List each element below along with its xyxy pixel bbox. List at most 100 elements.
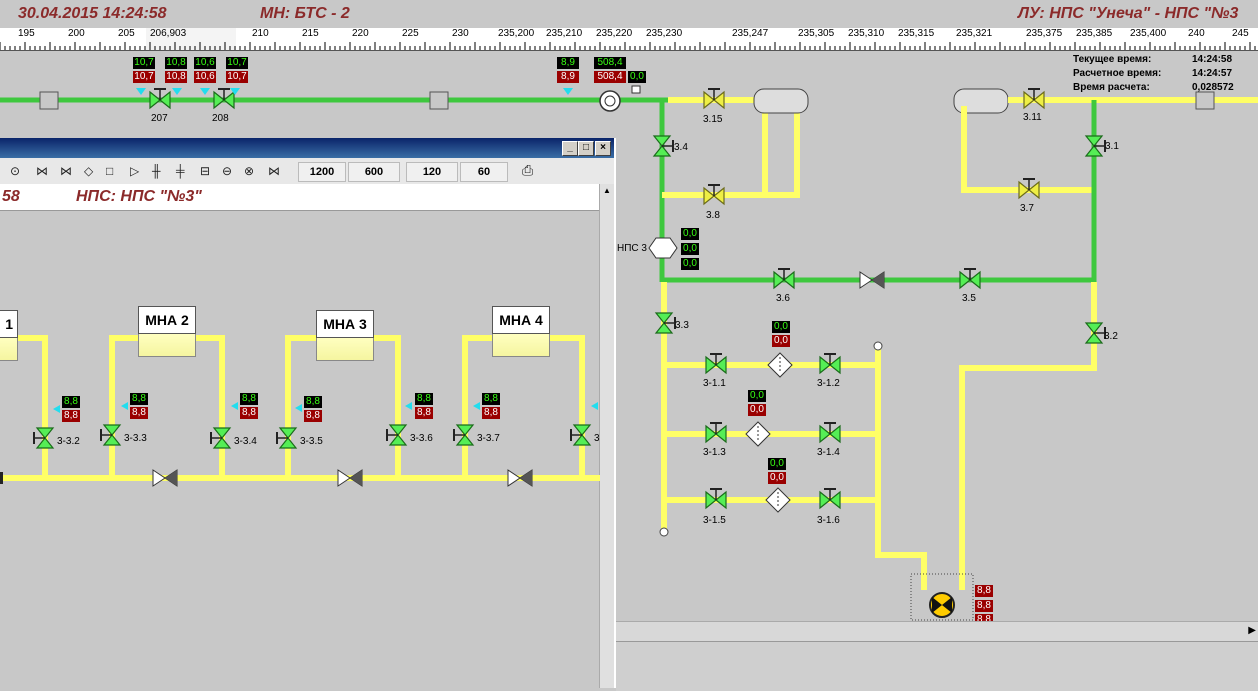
- valve-207[interactable]: [149, 87, 171, 109]
- flange-tool-icon[interactable]: ╫: [152, 164, 161, 178]
- valve-208[interactable]: [213, 87, 235, 109]
- pipe-node[interactable]: [39, 91, 59, 110]
- valve-3-3-3[interactable]: [99, 424, 121, 446]
- node-tool-icon[interactable]: □: [106, 164, 114, 178]
- subwindow-toolbar: ⊙ ⋈ ⋈ ◇ □ ▷ ╫ ╪ ⊟ ⊖ ⊗ ⋈ 1200 600 120 60 …: [0, 158, 614, 185]
- scale-600-button[interactable]: 600: [348, 162, 400, 182]
- valve-3-4[interactable]: [653, 135, 675, 157]
- valve-3-3-6[interactable]: [385, 424, 407, 446]
- print-icon[interactable]: ⎙: [522, 162, 534, 178]
- scroll-right-icon[interactable]: ▶: [1248, 625, 1256, 636]
- pump-icon[interactable]: [929, 592, 955, 618]
- value-display: 8,8: [304, 410, 322, 422]
- valve-3-1[interactable]: [1085, 135, 1107, 157]
- ruler-highlight: [146, 28, 236, 50]
- ruler-tick: 245: [1232, 28, 1249, 39]
- tank-tool-icon[interactable]: ⊖: [222, 164, 233, 178]
- ruler-tick: 205: [118, 28, 135, 39]
- bik-icon[interactable]: [648, 237, 678, 259]
- pressure-arrow: [121, 402, 128, 410]
- valve-3-11[interactable]: [1023, 87, 1045, 109]
- valve-3-8[interactable]: [703, 183, 725, 205]
- value-display: 10,7: [226, 71, 248, 83]
- value-display: 8,8: [415, 407, 433, 419]
- value-display: 0,0: [681, 243, 699, 255]
- check-valve[interactable]: [859, 271, 885, 289]
- ruler-tick: 215: [302, 28, 319, 39]
- pipe-tool-icon[interactable]: ╪: [176, 164, 185, 178]
- filter-icon[interactable]: [767, 352, 793, 378]
- ruler-tick: 235,375: [1026, 28, 1063, 39]
- valve-label: 3-1.4: [817, 447, 840, 458]
- sensor-tool-icon[interactable]: ⊗: [244, 164, 255, 178]
- close-button[interactable]: ×: [595, 141, 611, 156]
- subwindow-titlebar[interactable]: _ □ ×: [0, 138, 614, 158]
- ruler-tick: 200: [68, 28, 85, 39]
- pump-unit-2[interactable]: МНА 2: [138, 306, 196, 357]
- valve-3-1-6[interactable]: [819, 487, 841, 509]
- value-display: 8,8: [240, 393, 258, 405]
- pump-unit-1[interactable]: 1: [0, 310, 18, 361]
- duration-label: Время расчета:: [1073, 82, 1150, 93]
- scale-60-button[interactable]: 60: [460, 162, 508, 182]
- duration-value: 0,028572: [1192, 82, 1234, 93]
- gate-tool-icon[interactable]: ⋈: [60, 164, 72, 178]
- valve-3-1-3[interactable]: [705, 421, 727, 443]
- value-display: 8,8: [975, 614, 993, 621]
- valve-3-3-4[interactable]: [209, 427, 231, 449]
- cross-tool-icon[interactable]: ⋈: [268, 164, 280, 178]
- valve-3-1-1[interactable]: [705, 352, 727, 374]
- scroll-up-icon[interactable]: ▲: [603, 186, 611, 195]
- tank-icon[interactable]: [753, 88, 809, 114]
- meter-tool-icon[interactable]: ⊟: [200, 164, 211, 178]
- pipe-node[interactable]: [1195, 91, 1215, 110]
- pump-unit-3[interactable]: МНА 3: [316, 310, 374, 361]
- valve-label: 3-1.3: [703, 447, 726, 458]
- valve-3-3-2[interactable]: [32, 427, 54, 449]
- check-valve[interactable]: [152, 469, 178, 487]
- pump-tool-icon[interactable]: ⊙: [10, 164, 21, 178]
- filter-tool-icon[interactable]: ◇: [84, 164, 94, 178]
- filter-icon[interactable]: [745, 421, 771, 447]
- check-valve[interactable]: [507, 469, 533, 487]
- valve-3-3-5[interactable]: [275, 427, 297, 449]
- ruler-tick: 240: [1188, 28, 1205, 39]
- value-display: 8,8: [240, 407, 258, 419]
- value-display: 10,7: [133, 57, 155, 69]
- scale-1200-button[interactable]: 1200: [298, 162, 346, 182]
- vertical-scrollbar[interactable]: ▲: [599, 184, 614, 688]
- pump-unit-label: МНА 2: [138, 306, 196, 334]
- subwindow-time: 58: [2, 188, 20, 205]
- value-display: 508,4: [594, 57, 626, 69]
- section-name: ЛУ: НПС "Унеча" - НПС "№3: [1018, 5, 1239, 22]
- ruler-tick: 235,210: [546, 28, 583, 39]
- pressure-arrow: [473, 402, 480, 410]
- minimize-button[interactable]: _: [562, 141, 578, 156]
- valve-3-15[interactable]: [703, 87, 725, 109]
- valve-3-3-7[interactable]: [452, 424, 474, 446]
- valve-tool-icon[interactable]: ⋈: [36, 164, 48, 178]
- valve-3-5[interactable]: [959, 267, 981, 289]
- valve-3-1-5[interactable]: [705, 487, 727, 509]
- check-tool-icon[interactable]: ▷: [130, 164, 140, 178]
- valve-3-1-4[interactable]: [819, 421, 841, 443]
- valve-3-1-2[interactable]: [819, 352, 841, 374]
- valve-3-3[interactable]: [655, 312, 677, 334]
- scale-120-button[interactable]: 120: [406, 162, 458, 182]
- valve-3-7[interactable]: [1018, 177, 1040, 199]
- filter-icon[interactable]: [765, 487, 791, 513]
- km-ruler[interactable]: 195 200 205 206,903 210 215 220 225 230 …: [0, 28, 1258, 51]
- pipe-node[interactable]: [429, 91, 449, 110]
- ruler-tick: 206,903: [150, 28, 187, 39]
- valve-3-6[interactable]: [773, 267, 795, 289]
- maximize-button[interactable]: □: [578, 141, 594, 156]
- flowmeter-icon[interactable]: [599, 90, 621, 112]
- pump-unit-4[interactable]: МНА 4: [492, 306, 550, 357]
- check-valve[interactable]: [337, 469, 363, 487]
- pressure-arrow: [563, 88, 573, 95]
- valve-label: 3.6: [776, 293, 790, 304]
- valve-3-3-8[interactable]: [569, 424, 591, 446]
- horizontal-scrollbar[interactable]: ▶: [616, 621, 1258, 642]
- value-display: 8,8: [482, 407, 500, 419]
- pressure-arrow: [295, 404, 302, 412]
